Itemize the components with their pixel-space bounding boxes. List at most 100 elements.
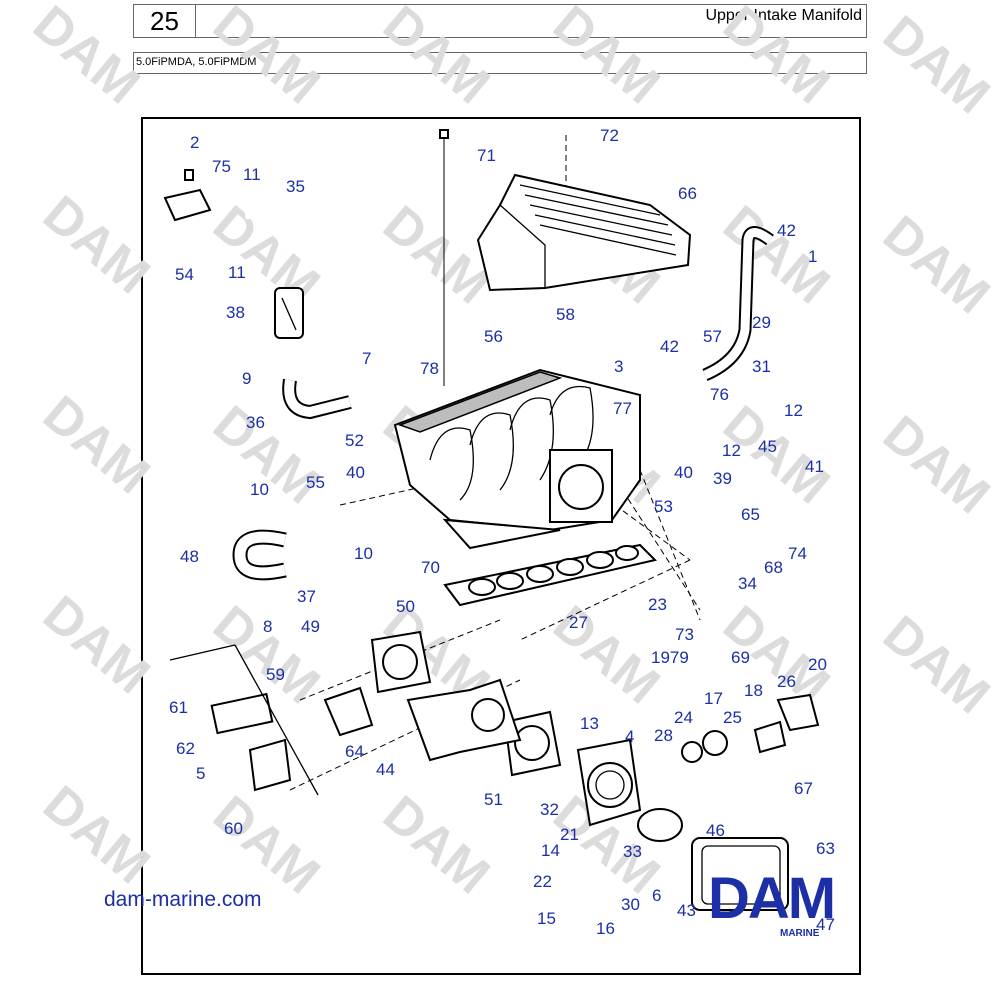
callout-40: 40	[346, 463, 365, 482]
callout-42: 42	[777, 221, 796, 240]
callout-50: 50	[396, 597, 415, 616]
callout-54: 54	[175, 265, 194, 284]
callout-17: 17	[704, 689, 723, 708]
watermark: DAM	[372, 0, 500, 115]
watermark: DAM	[872, 605, 1000, 726]
callout-62: 62	[176, 739, 195, 758]
diagram-frame	[141, 117, 861, 975]
callout-69: 69	[731, 648, 750, 667]
callout-40: 40	[674, 463, 693, 482]
callout-15: 15	[537, 909, 556, 928]
gasket-70	[443, 543, 657, 607]
callout-57: 57	[703, 327, 722, 346]
callout-68: 68	[764, 558, 783, 577]
gear-17	[702, 730, 728, 756]
callout-64: 64	[345, 742, 364, 761]
callout-7: 7	[362, 349, 371, 368]
callout-78: 78	[420, 359, 439, 378]
callout-2: 2	[190, 133, 199, 152]
callout-24: 24	[674, 708, 693, 727]
page-number: 25	[133, 4, 196, 38]
callout-9: 9	[242, 369, 251, 388]
fuel-filter-38	[274, 287, 304, 339]
watermark: DAM	[202, 0, 330, 115]
callout-39: 39	[713, 469, 732, 488]
callout-48: 48	[180, 547, 199, 566]
watermark: DAM	[872, 405, 1000, 526]
watermark: DAM	[712, 0, 840, 115]
callout-28: 28	[654, 726, 673, 745]
watermark: DAM	[22, 0, 150, 115]
page-title: Upper Intake Manifold	[196, 4, 867, 38]
callout-10: 10	[354, 544, 373, 563]
callout-73: 73	[675, 625, 694, 644]
callout-58: 58	[556, 305, 575, 324]
callout-67: 67	[794, 779, 813, 798]
callout-16: 16	[596, 919, 615, 938]
callout-29: 29	[752, 313, 771, 332]
callout-31: 31	[752, 357, 771, 376]
watermark: DAM	[372, 785, 500, 906]
callout-42: 42	[660, 337, 679, 356]
callout-20: 20	[808, 655, 827, 674]
callout-51: 51	[484, 790, 503, 809]
callout-41: 41	[805, 457, 824, 476]
callout-33: 33	[623, 842, 642, 861]
callout-61: 61	[169, 698, 188, 717]
callout-46: 46	[706, 821, 725, 840]
callout-45: 45	[758, 437, 777, 456]
callout-5: 5	[196, 764, 205, 783]
sensor-75	[163, 169, 212, 222]
watermark: DAM	[32, 775, 160, 896]
callout-21: 21	[560, 825, 579, 844]
callout-60: 60	[224, 819, 243, 838]
watermark: DAM	[32, 585, 160, 706]
brand-logo: DAM MARINE	[708, 868, 898, 948]
watermark: DAM	[712, 195, 840, 316]
watermark: DAM	[32, 385, 160, 506]
engine-models: 5.0FiPMDA, 5.0FiPMDM	[133, 52, 867, 74]
cover-63	[691, 837, 789, 911]
callout-47: 47	[816, 915, 835, 934]
website-link[interactable]: dam-marine.com	[104, 888, 262, 911]
callout-12: 12	[784, 401, 803, 420]
throttle-body-13	[576, 738, 642, 827]
gasket-51	[503, 710, 562, 777]
callout-63: 63	[816, 839, 835, 858]
plate-18	[753, 720, 787, 754]
callout-34: 34	[738, 574, 757, 593]
callout-52: 52	[345, 431, 364, 450]
callout-27: 27	[569, 613, 588, 632]
watermark: DAM	[542, 0, 670, 115]
logo-subtitle: MARINE	[780, 928, 820, 939]
callout-38: 38	[226, 303, 245, 322]
callout-55: 55	[306, 473, 325, 492]
callout-25: 25	[723, 708, 742, 727]
callout-35: 35	[286, 177, 305, 196]
callout-11: 11	[243, 165, 261, 184]
callout-44: 44	[376, 760, 395, 779]
callout-76: 76	[710, 385, 729, 404]
intake-manifold-52	[393, 368, 641, 550]
callout-36: 36	[246, 413, 265, 432]
callout-77: 77	[613, 399, 632, 418]
callout-30: 30	[621, 895, 640, 914]
callout-12: 12	[722, 441, 741, 460]
callout-32: 32	[540, 800, 559, 819]
logo-text: DAM	[708, 866, 836, 931]
iac-valve-64	[323, 686, 374, 737]
callout-18: 18	[744, 681, 763, 700]
watermark: DAM	[872, 5, 1000, 126]
callout-75: 75	[212, 157, 231, 176]
callout-1979: 1979	[651, 648, 689, 667]
sensor-26	[776, 693, 820, 732]
callout-10: 10	[250, 480, 269, 499]
callout-65: 65	[741, 505, 760, 524]
callout-74: 74	[788, 544, 807, 563]
manifold-cover-66	[476, 173, 692, 292]
callout-43: 43	[677, 901, 696, 920]
callout-37: 37	[297, 587, 316, 606]
clamp-46	[637, 808, 683, 842]
callout-6: 6	[652, 886, 661, 905]
